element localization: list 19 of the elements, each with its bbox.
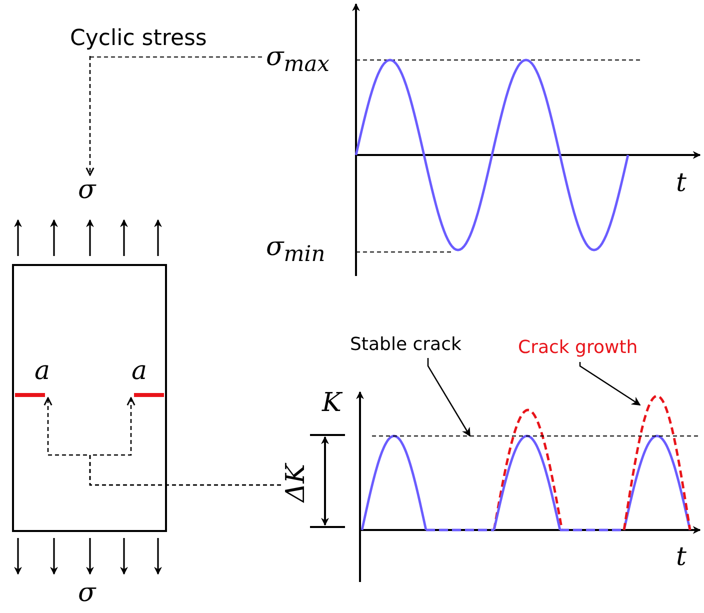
crack-length-label: a <box>34 356 50 386</box>
annotation-text: Crack growth <box>518 334 668 362</box>
arrow <box>579 362 641 406</box>
crack-growth-pulse <box>622 394 692 530</box>
axis-label: σ$_{max}$ <box>266 42 330 80</box>
caption-text: Cyclic stress <box>70 22 254 56</box>
axis-label: σ <box>78 578 96 608</box>
axis-label: t <box>676 168 686 198</box>
crack-length-label: a <box>132 356 148 386</box>
dashed-arrow <box>86 56 94 176</box>
stress-symbol: σ <box>78 175 102 205</box>
specimen-plate <box>12 264 167 532</box>
dashed-arrow <box>89 397 281 486</box>
axis-label: σ$_{min}$ <box>266 232 326 270</box>
arrow <box>427 358 471 437</box>
axis-label: t <box>676 542 686 572</box>
annotation-text: Stable crack <box>350 332 486 358</box>
axis-label: K <box>322 388 342 418</box>
stress-intensity-range-label: ΔK <box>281 455 311 511</box>
